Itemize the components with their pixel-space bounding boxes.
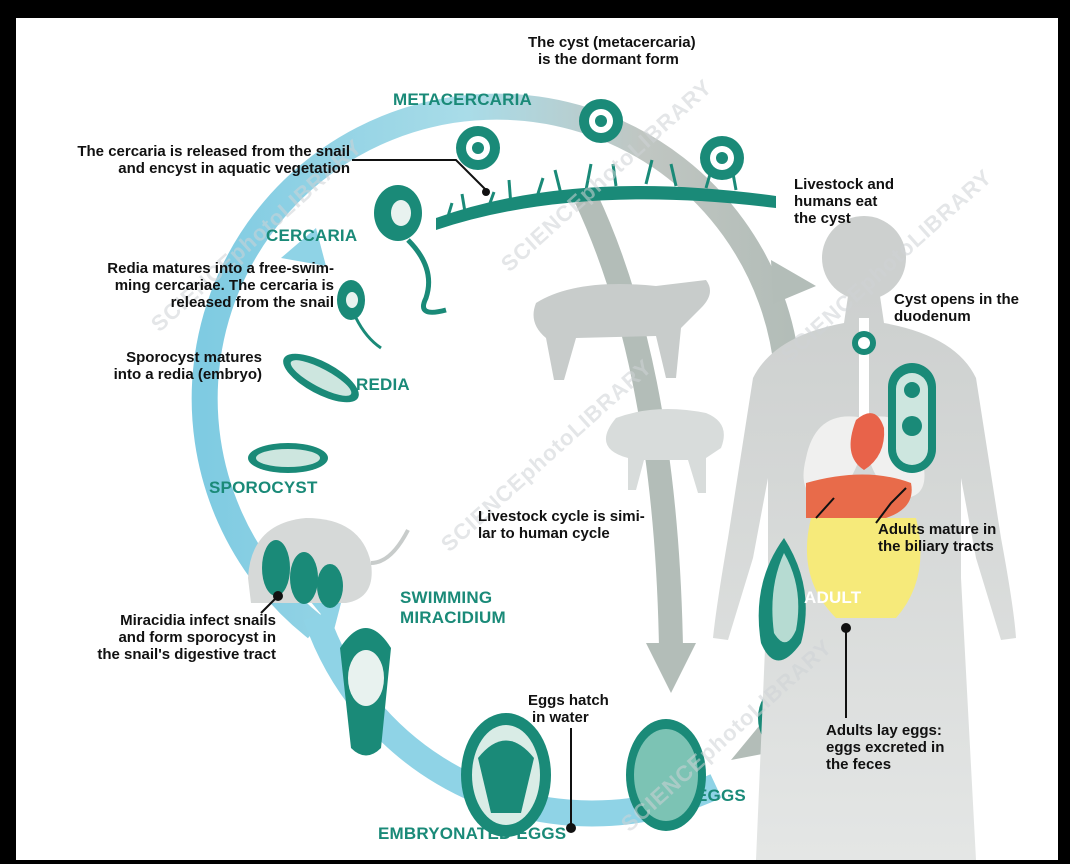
- note-line: duodenum: [894, 308, 1019, 325]
- note-line: and encyst in aquatic vegetation: [34, 160, 350, 177]
- stage-miracidium: MIRACIDIUM: [400, 608, 506, 628]
- cercaria-icon: [337, 185, 446, 348]
- note-line: the snail's digestive tract: [76, 646, 276, 663]
- note-line: The cercaria is released from the snail: [34, 143, 350, 160]
- stage-adult: ADULT: [804, 588, 861, 608]
- note-line: and form sporocyst in: [76, 629, 276, 646]
- note-line: is the dormant form: [528, 51, 696, 68]
- note-sporocyst-matures: Sporocyst matures into a redia (embryo): [76, 349, 262, 383]
- note-eggs-hatch: Eggs hatch in water: [528, 692, 609, 726]
- note-line: Cyst opens in the: [894, 291, 1019, 308]
- note-livestock-eat: Livestock and humans eat the cyst: [794, 176, 894, 227]
- note-line: Livestock cycle is simi-: [478, 508, 645, 525]
- note-line: Livestock and: [794, 176, 894, 193]
- note-adults-lay: Adults lay eggs: eggs excreted in the fe…: [826, 722, 944, 773]
- note-line: Redia matures into a free-swim-: [58, 260, 334, 277]
- stage-metacercaria: METACERCARIA: [393, 90, 532, 110]
- note-cyst-opens: Cyst opens in the duodenum: [894, 291, 1019, 325]
- note-line: into a redia (embryo): [76, 366, 262, 383]
- note-line: in water: [528, 709, 609, 726]
- note-line: The cyst (metacercaria): [528, 34, 696, 51]
- snail-icon: [248, 518, 408, 608]
- note-line: Sporocyst matures: [76, 349, 262, 366]
- note-redia-matures: Redia matures into a free-swim- ming cer…: [58, 260, 334, 311]
- note-adults-mature: Adults mature in the biliary tracts: [878, 521, 996, 555]
- arrow-to-human: [771, 260, 816, 304]
- note-line: the cyst: [794, 210, 894, 227]
- stage-redia: REDIA: [356, 375, 410, 395]
- stage-eggs: EGGS: [696, 786, 746, 806]
- stage-cercaria: CERCARIA: [266, 226, 357, 246]
- stage-sporocyst: SPOROCYST: [209, 478, 318, 498]
- adult-fluke-magnified-icon: [888, 363, 936, 473]
- note-line: humans eat: [794, 193, 894, 210]
- note-cyst: The cyst (metacercaria) is the dormant f…: [528, 34, 696, 68]
- stage-embryonated-eggs: EMBRYONATED EGGS: [378, 824, 566, 844]
- note-line: Miracidia infect snails: [76, 612, 276, 629]
- note-line: Eggs hatch: [528, 692, 609, 709]
- note-line: released from the snail: [58, 294, 334, 311]
- note-line: Adults mature in: [878, 521, 996, 538]
- note-line: the biliary tracts: [878, 538, 996, 555]
- diagram-canvas: SCIENCEphotoLIBRARY SCIENCEphotoLIBRARY …: [16, 18, 1058, 860]
- cow-icon: [534, 280, 710, 380]
- sporocyst-icon: [248, 443, 328, 473]
- note-line: ming cercariae. The cercaria is: [58, 277, 334, 294]
- note-line: lar to human cycle: [478, 525, 645, 542]
- embryonated-egg-icon: [461, 713, 551, 837]
- note-line: Adults lay eggs:: [826, 722, 944, 739]
- note-livestock-cycle: Livestock cycle is simi- lar to human cy…: [478, 508, 645, 542]
- note-miracidia-infect: Miracidia infect snails and form sporocy…: [76, 612, 276, 663]
- note-line: eggs excreted in: [826, 739, 944, 756]
- redia-icon: [276, 344, 365, 412]
- note-cercaria-released: The cercaria is released from the snail …: [34, 143, 350, 177]
- stage-swimming: SWIMMING: [400, 588, 492, 608]
- note-line: the feces: [826, 756, 944, 773]
